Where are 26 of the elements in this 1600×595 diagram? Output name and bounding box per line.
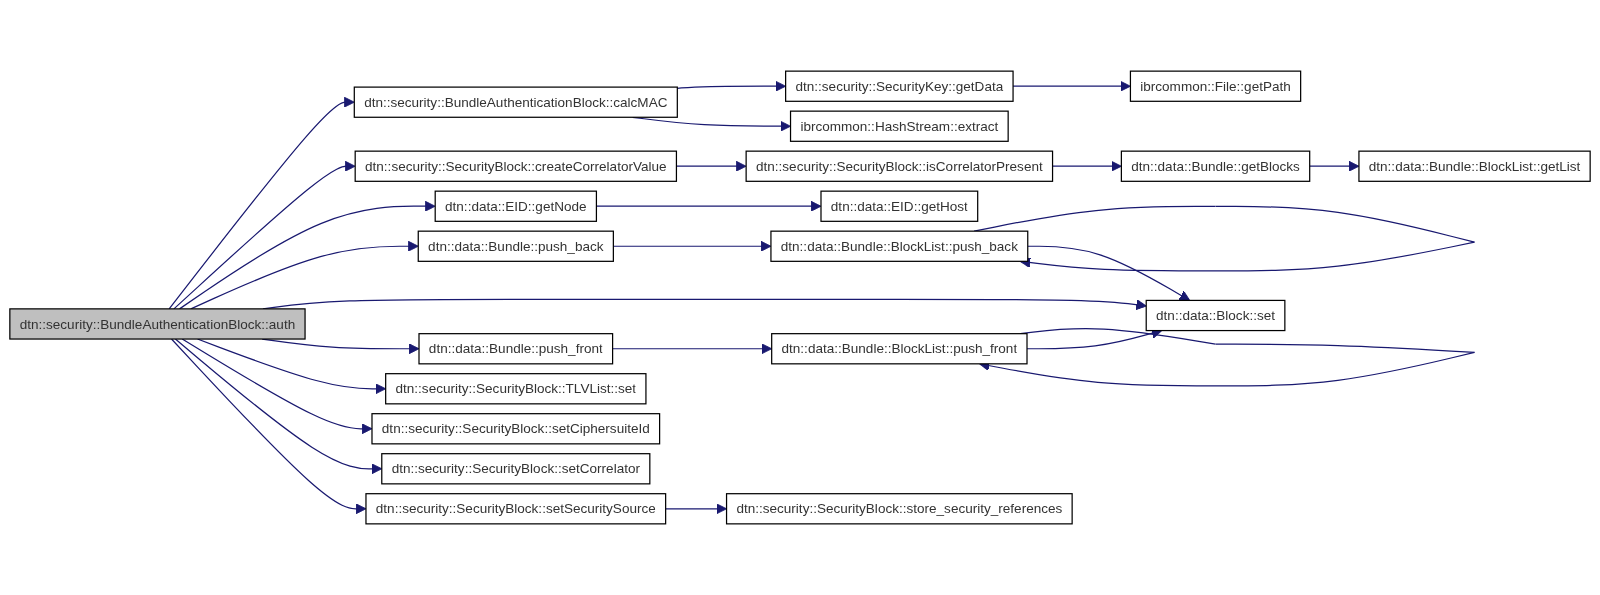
node-box: dtn::data::Bundle::push_front <box>418 333 614 365</box>
node-box: dtn::data::Block::set <box>1145 299 1286 332</box>
node-box: dtn::data::EID::getNode <box>434 190 598 222</box>
node-box: ibrcommon::HashStream::extract <box>789 110 1009 142</box>
node-box: dtn::security::SecurityBlock::setCiphersuiteId <box>371 413 661 445</box>
node-box: dtn::data::Bundle::getBlocks <box>1120 150 1311 182</box>
node-box: dtn::data::Bundle::BlockList::push_back <box>770 230 1029 262</box>
node-box: dtn::security::SecurityKey::getData <box>785 70 1014 102</box>
node-box: ibrcommon::File::getPath <box>1129 70 1302 102</box>
arrow <box>173 160 356 310</box>
arrow <box>168 96 355 310</box>
node-box: dtn::security::SecurityBlock::createCorrelatorValue <box>354 150 678 182</box>
arrow <box>1027 245 1191 301</box>
node-box: dtn::security::SecurityBlock::store_security_references <box>725 493 1073 525</box>
arrow <box>178 200 436 310</box>
node-box: dtn::data::Bundle::push_back <box>417 230 614 262</box>
node-box: dtn::security::SecurityBlock::setCorrelator <box>381 453 651 485</box>
node-box: dtn::security::SecurityBlock::setSecuritySource <box>365 493 667 525</box>
node-box: dtn::security::SecurityBlock::isCorrelatorPresent <box>745 150 1054 182</box>
node-box: dtn::security::BundleAuthenticationBlock::auth <box>9 308 306 340</box>
node-box: dtn::data::EID::getHost <box>820 190 979 222</box>
node-box: dtn::security::BundleAuthenticationBlock::calcMAC <box>353 86 678 118</box>
node-box: dtn::data::Bundle::BlockList::getList <box>1358 150 1591 182</box>
node-box: dtn::security::SecurityBlock::TLVList::set <box>385 373 647 405</box>
node-box: dtn::data::Bundle::BlockList::push_front <box>771 333 1028 365</box>
arrow <box>190 240 419 310</box>
